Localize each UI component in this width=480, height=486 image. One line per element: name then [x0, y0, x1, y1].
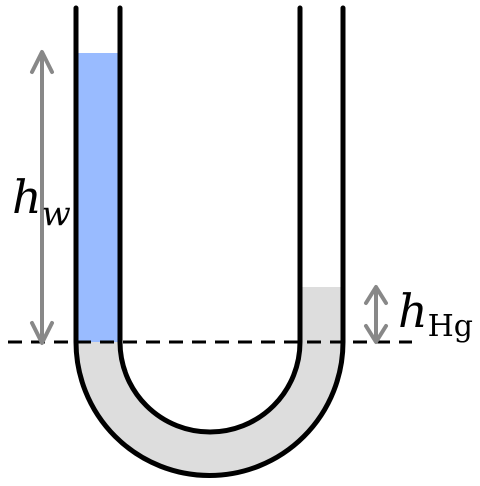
water-height-label: hw — [12, 170, 71, 234]
mercury-height-symbol: h — [398, 284, 428, 338]
tube-inner-wall — [117, 5, 303, 435]
water-height-subscript: w — [42, 194, 71, 234]
mercury-height-label: hHg — [398, 284, 473, 344]
mercury-height-arrow — [364, 285, 388, 344]
water-height-arrow — [30, 50, 54, 345]
mercury-height-subscript: Hg — [428, 309, 473, 344]
mercury-fill — [76, 287, 343, 476]
tube-outer-wall — [73, 5, 346, 478]
water-height-symbol: h — [12, 170, 42, 224]
water-column — [76, 53, 120, 342]
